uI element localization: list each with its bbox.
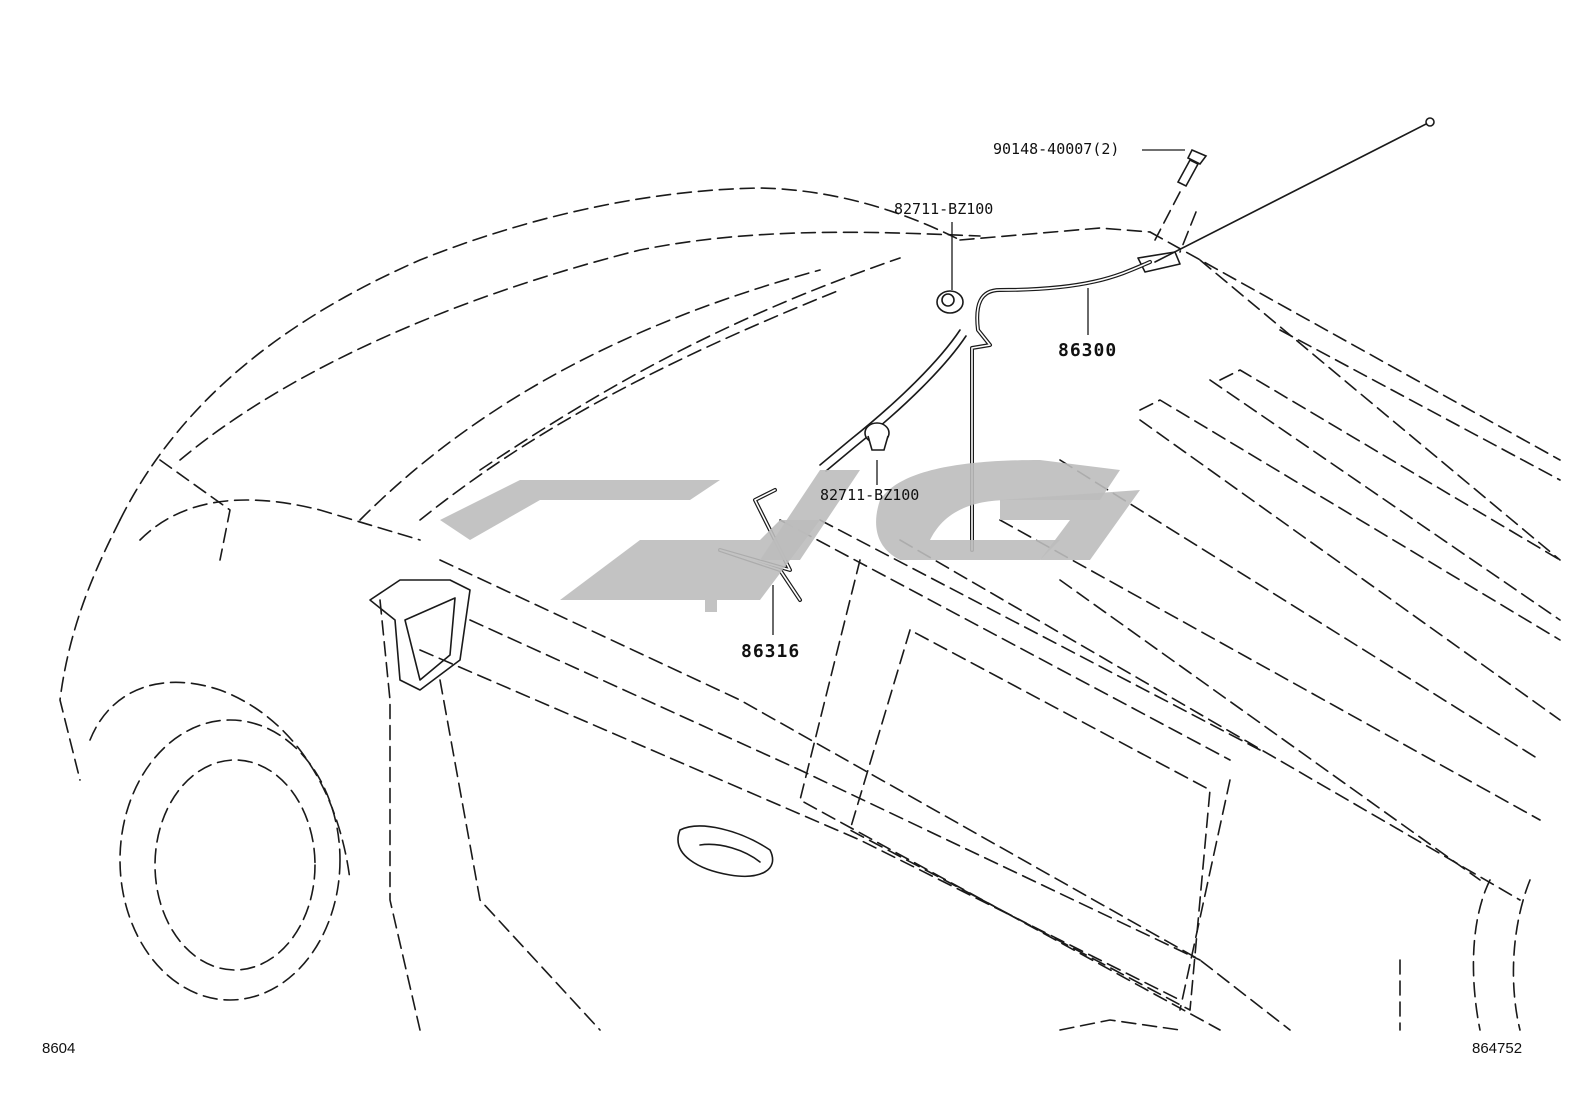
clip-lower-callout: 82711-BZ100 bbox=[820, 486, 920, 504]
bolt-callout: 90148-40007(2) bbox=[993, 140, 1120, 158]
antenna-assembly bbox=[819, 117, 1435, 552]
clip-lower-part bbox=[864, 422, 890, 451]
vehicle-details bbox=[369, 579, 774, 877]
antenna-assy-callout: 86300 bbox=[1058, 340, 1118, 361]
clip-upper-callout: 82711-BZ100 bbox=[894, 200, 994, 218]
cord-sub-callout: 86316 bbox=[741, 641, 801, 662]
footer-right-code: 864752 bbox=[1472, 1040, 1523, 1057]
clip-upper-part bbox=[936, 290, 964, 314]
bolt-part bbox=[1154, 148, 1208, 253]
vehicle-outline bbox=[59, 187, 1561, 1031]
leader-lines bbox=[772, 149, 1185, 635]
watermark-logo bbox=[440, 460, 1140, 612]
footer-left-code: 8604 bbox=[42, 1040, 76, 1057]
